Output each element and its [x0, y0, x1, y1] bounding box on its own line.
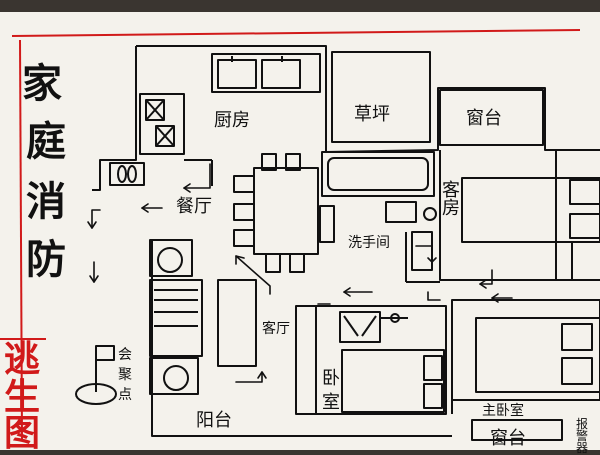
label-balcony: 阳台 — [196, 410, 232, 431]
sofa-left — [149, 279, 203, 357]
side-title-char-2: 生 — [4, 377, 41, 418]
arrow-living-up — [235, 255, 271, 295]
label-dining: 餐厅 — [176, 196, 212, 217]
assembly-char-2: 聚 — [118, 367, 132, 383]
red-top-line — [11, 29, 581, 37]
window-box-top — [439, 89, 544, 146]
label-bedroom-1: 卧 — [322, 368, 340, 389]
label-master-bedroom: 主卧室 — [482, 403, 524, 419]
washbasin — [411, 231, 433, 271]
label-guest-room: 客房 — [442, 180, 460, 219]
label-window-top: 窗台 — [466, 108, 502, 129]
arrow-master-up — [427, 291, 441, 301]
red-left-line — [19, 39, 23, 441]
label-bedroom-2: 室 — [322, 392, 340, 413]
guest-room-wall — [439, 150, 600, 281]
bedroom-bed — [341, 349, 445, 413]
side-title-char-1: 逃 — [4, 339, 41, 380]
title-char-1: 家 — [22, 60, 62, 107]
shoe-cabinet — [109, 162, 145, 186]
dining-table — [253, 167, 319, 255]
title-char-4: 防 — [26, 236, 66, 283]
kitchen-sink — [211, 53, 321, 93]
lawn-box — [331, 51, 431, 143]
paper-sheet: 家 庭 消 防 逃 生 图 厨房 草坪 窗台 餐厅 客房 洗手间 客厅 卧 室 … — [0, 12, 600, 454]
kitchen-stove — [139, 93, 185, 155]
bathtub — [321, 151, 435, 197]
label-living: 客厅 — [262, 321, 290, 337]
guest-bed — [461, 177, 600, 243]
study-desk — [339, 311, 381, 343]
toilet — [385, 201, 417, 223]
side-title-char-3: 图 — [4, 413, 41, 454]
floor-plan — [0, 29, 600, 441]
label-bathroom: 洗手间 — [348, 235, 390, 251]
bedroom-wall — [295, 305, 447, 415]
arrow-bath-to-hall — [415, 245, 433, 263]
window-box-bottom — [471, 419, 563, 441]
tv-cabinet — [217, 279, 257, 367]
outer-wall-top — [136, 45, 600, 153]
washer — [149, 239, 193, 277]
arrow-kitchen-down — [183, 163, 211, 189]
title-char-2: 庭 — [26, 118, 66, 165]
label-alarm: 报警器 — [576, 417, 589, 455]
outer-wall-left — [92, 46, 137, 191]
master-bed — [475, 317, 600, 393]
arrow-entry-left — [91, 209, 101, 229]
arrow-balcony-up — [235, 371, 263, 383]
arrow-guest-down — [479, 269, 493, 285]
label-window-bottom: 窗台 — [490, 428, 526, 449]
outer-wall-bottom — [151, 240, 452, 437]
assembly-char-1: 会 — [118, 347, 132, 363]
title-char-3: 消 — [26, 178, 66, 225]
assembly-char-3: 点 — [118, 387, 132, 403]
label-lawn: 草坪 — [354, 104, 390, 125]
label-kitchen: 厨房 — [214, 110, 250, 131]
